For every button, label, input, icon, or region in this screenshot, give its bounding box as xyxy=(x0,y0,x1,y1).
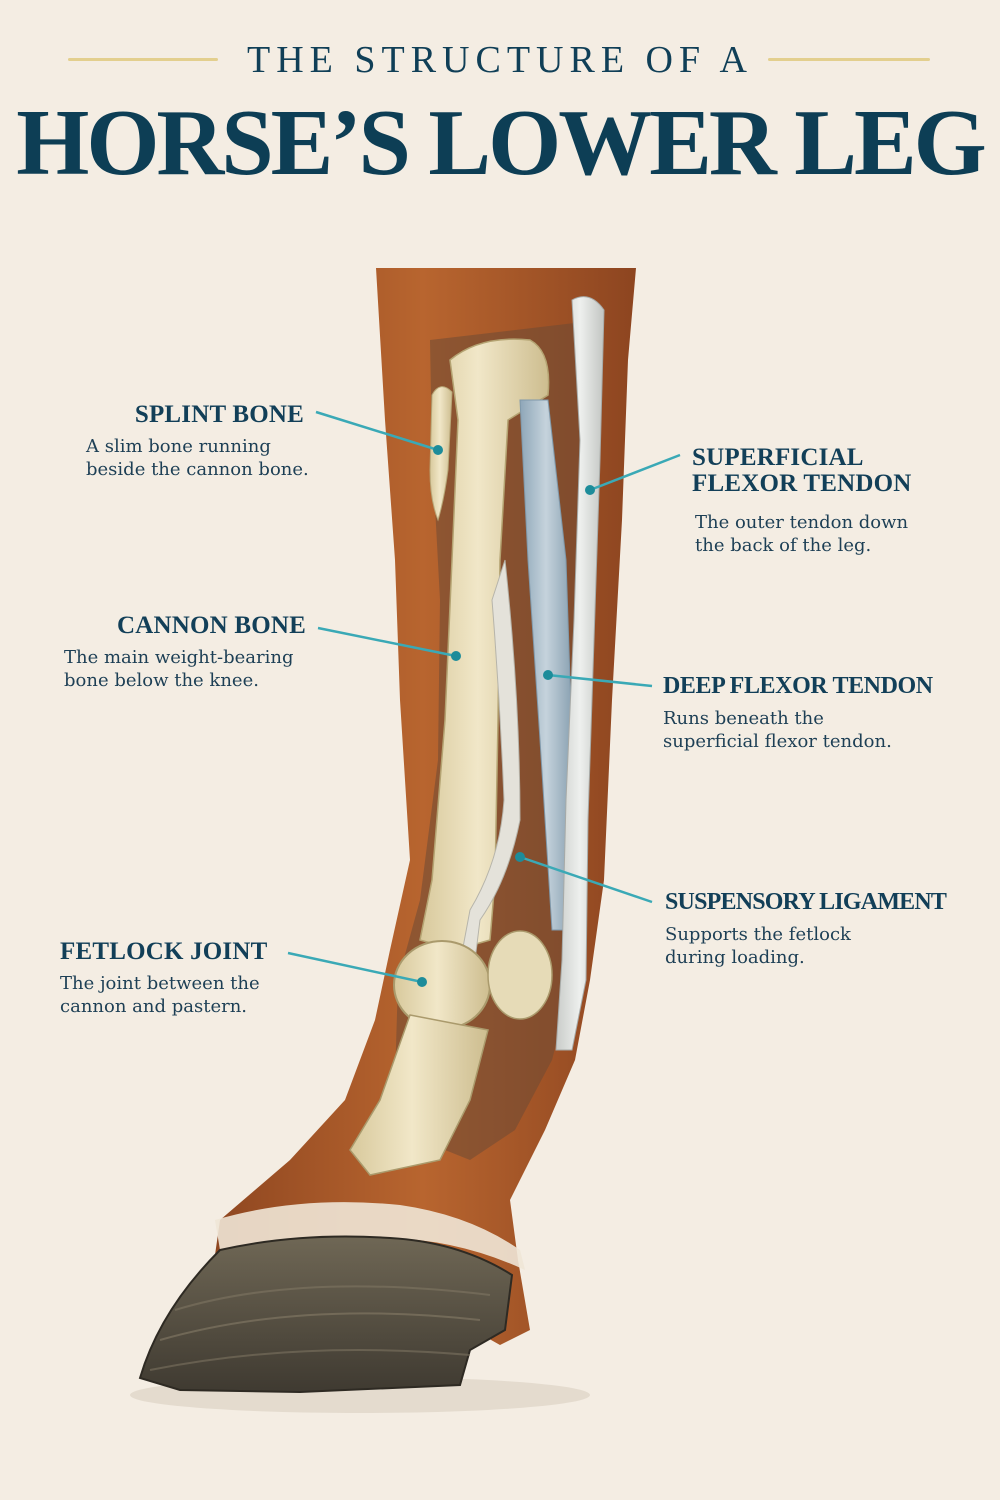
label-superficial-flexor-tendon: SUPERFICIAL FLEXOR TENDON The outer tend… xyxy=(692,445,982,557)
label-fetlock-joint-desc-line2: cannon and pastern. xyxy=(60,996,248,1017)
label-superficial-flexor-tendon-desc-line1: The outer tendon down xyxy=(695,512,909,533)
leader-dot-deep-flexor-tendon xyxy=(543,670,553,680)
label-deep-flexor-tendon-desc-line1: Runs beneath the xyxy=(663,708,824,729)
leader-dot-suspensory-ligament xyxy=(515,852,525,862)
label-superficial-flexor-tendon-title-line2: FLEXOR TENDON xyxy=(692,470,912,497)
hoof-growth-line xyxy=(159,1312,481,1341)
header-rule-left xyxy=(68,58,218,61)
label-fetlock-joint-desc: The joint between the cannon and pastern… xyxy=(60,972,320,1018)
label-deep-flexor-tendon: DEEP FLEXOR TENDON Runs beneath the supe… xyxy=(663,674,963,753)
hoof-growth-line xyxy=(174,1285,491,1311)
label-cannon-bone-title: CANNON BONE xyxy=(116,612,306,639)
leader-dot-superficial-flexor-tendon xyxy=(585,485,595,495)
hoof-growth-line xyxy=(149,1349,471,1371)
label-superficial-flexor-tendon-title: SUPERFICIAL FLEXOR TENDON xyxy=(692,445,982,497)
label-splint-bone-desc-line2: beside the cannon bone. xyxy=(86,459,309,480)
page-subtitle: THE STRUCTURE OF A xyxy=(247,39,753,81)
pastern-bone xyxy=(349,1014,489,1176)
label-suspensory-ligament: SUSPENSORY LIGAMENT Supports the fetlock… xyxy=(665,890,965,969)
leader-line-cannon-bone xyxy=(317,626,457,658)
leader-dot-fetlock-joint xyxy=(417,977,427,987)
label-splint-bone: SPLINT BONE A slim bone running beside t… xyxy=(86,402,326,481)
label-deep-flexor-tendon-desc: Runs beneath the superficial flexor tend… xyxy=(663,707,963,753)
page-title: HORSE’S LOWER LEG xyxy=(16,91,987,195)
label-splint-bone-desc-line1: A slim bone running xyxy=(86,436,271,457)
label-fetlock-joint: FETLOCK JOINT The joint between the cann… xyxy=(60,939,320,1018)
leader-line-superficial-flexor-tendon xyxy=(589,453,681,492)
leader-dot-cannon-bone xyxy=(451,651,461,661)
label-splint-bone-title: SPLINT BONE xyxy=(134,401,304,428)
sesamoid-bone xyxy=(487,930,553,1020)
label-fetlock-joint-desc-line1: The joint between the xyxy=(60,973,260,994)
label-cannon-bone-desc-line1: The main weight-bearing xyxy=(64,647,294,668)
leader-dot-splint-bone xyxy=(433,445,443,455)
label-deep-flexor-tendon-desc-line2: superficial flexor tendon. xyxy=(663,731,892,752)
leader-line-suspensory-ligament xyxy=(519,855,653,904)
label-suspensory-ligament-title: SUSPENSORY LIGAMENT xyxy=(665,889,947,915)
leader-dots xyxy=(417,445,595,987)
leader-line-deep-flexor-tendon xyxy=(547,673,653,688)
superficial-flexor-tendon xyxy=(555,296,605,1051)
label-suspensory-ligament-desc-line2: during loading. xyxy=(665,947,805,968)
label-superficial-flexor-tendon-desc: The outer tendon down the back of the le… xyxy=(692,511,982,557)
label-superficial-flexor-tendon-title-line1: SUPERFICIAL xyxy=(692,444,864,471)
label-cannon-bone-desc: The main weight-bearing bone below the k… xyxy=(64,646,324,692)
fetlock-joint-bone xyxy=(393,940,491,1030)
leader-line-fetlock-joint xyxy=(287,951,423,984)
header-rule-right xyxy=(768,58,930,61)
label-splint-bone-desc: A slim bone running beside the cannon bo… xyxy=(86,435,326,481)
leader-line-splint-bone xyxy=(315,410,439,452)
leader-lines xyxy=(287,410,681,984)
label-fetlock-joint-title: FETLOCK JOINT xyxy=(60,938,268,965)
label-suspensory-ligament-desc: Supports the fetlock during loading. xyxy=(665,923,965,969)
label-cannon-bone: CANNON BONE The main weight-bearing bone… xyxy=(64,613,324,692)
label-suspensory-ligament-desc-line1: Supports the fetlock xyxy=(665,924,851,945)
label-superficial-flexor-tendon-desc-line2: the back of the leg. xyxy=(695,535,872,556)
label-cannon-bone-desc-line2: bone below the knee. xyxy=(64,670,259,691)
label-deep-flexor-tendon-title: DEEP FLEXOR TENDON xyxy=(663,673,933,699)
